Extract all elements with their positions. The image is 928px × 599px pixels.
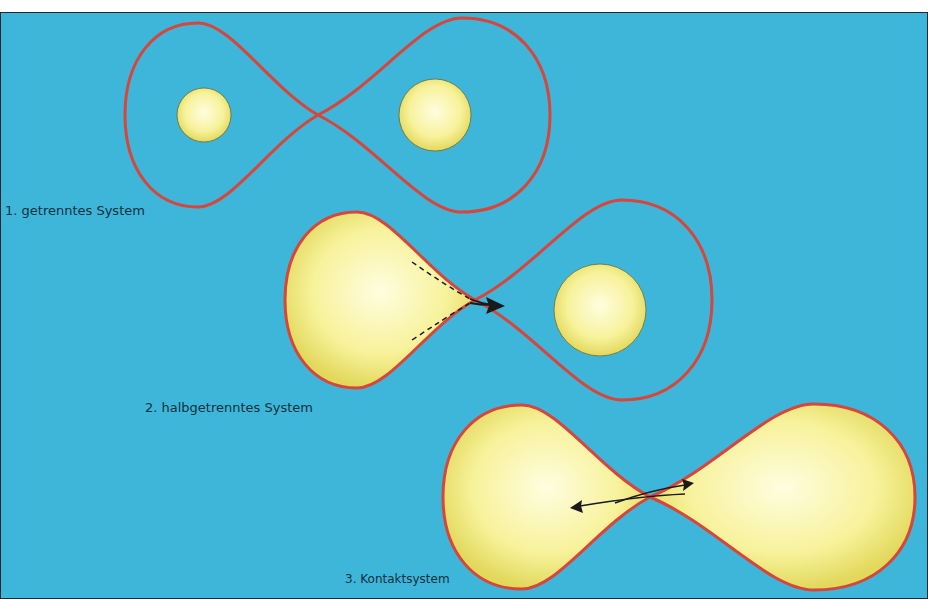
flow-line xyxy=(412,262,470,299)
system-label: 3. Kontaktsystem xyxy=(345,571,450,587)
roche-lobe xyxy=(285,200,712,400)
flow-line xyxy=(412,303,470,340)
star xyxy=(285,212,475,388)
arrowhead xyxy=(486,297,505,314)
star-lobe xyxy=(443,405,650,589)
system-label: 2. halbgetrenntes System xyxy=(145,400,313,416)
star xyxy=(554,264,646,356)
star xyxy=(399,79,471,151)
star-lobe xyxy=(650,404,915,590)
system-label: 1. getrenntes System xyxy=(5,203,145,219)
star xyxy=(177,88,231,142)
arrowhead xyxy=(570,500,583,513)
roche-lobe xyxy=(125,18,550,212)
flow-line xyxy=(580,494,685,506)
arrowhead xyxy=(682,479,694,491)
